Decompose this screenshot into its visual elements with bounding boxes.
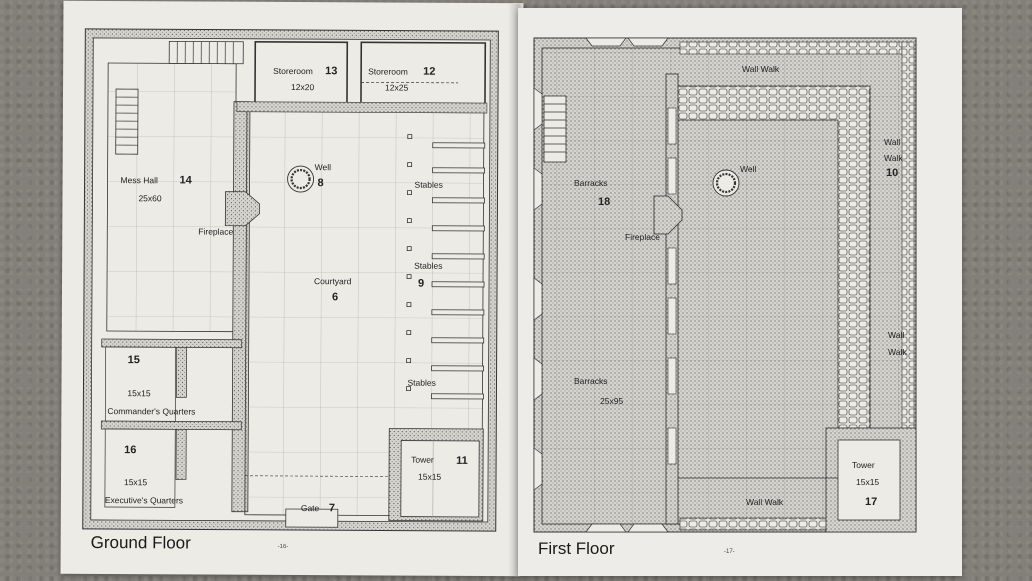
barracks-bottom-label: Barracks [574,376,608,386]
commanders-quarters-number: 15 [128,354,140,366]
fireplace-hearth [224,191,260,227]
wall-walk-top-cobbles [679,41,903,55]
fireplace-label: Fireplace [625,232,660,242]
gate-opening [285,508,339,528]
well-label: Well [315,162,332,172]
executives-quarters-label: Executive's Quarters [105,495,183,505]
ground-floor-title: Ground Floor [91,533,192,553]
courtyard-number: 6 [332,291,338,303]
mess-hall-label: Mess Hall [121,175,158,185]
wall-walk-right-top-number: 10 [886,167,898,179]
quarters-walls [100,338,243,508]
commanders-quarters-label: Commander's Quarters [107,406,195,416]
well-icon [287,165,315,193]
well-number: 8 [318,177,324,189]
tower-number: 17 [865,496,877,508]
tower-label: Tower [852,460,875,470]
stable-stalls [406,134,486,400]
tower-size: 15x15 [856,477,879,487]
storeroom-12-label: Storeroom [368,66,408,76]
stables-mid-number: 9 [418,278,424,290]
tower-room [400,440,480,518]
ground-floor-map: Storeroom 13 12x20 Storeroom 12 12x25 Me… [82,28,499,553]
first-floor-map: Wall Walk Wall Walk 10 Wall Walk Wall Wa… [533,37,917,558]
commanders-quarters-size: 15x15 [127,388,150,398]
wall-walk-top-label: Wall Walk [742,64,780,74]
barracks-top-number: 18 [598,196,610,208]
storeroom-12-size: 12x25 [385,82,408,92]
first-floor-page-number: -17- [724,549,735,555]
storeroom-13-number: 13 [325,65,337,77]
stables-top-label: Stables [415,180,443,190]
executives-quarters-number: 16 [124,444,136,456]
fireplace-label: Fireplace [198,227,233,237]
storeroom-12-number: 12 [423,66,435,78]
wall-walk-right-mid-line2: Walk [888,347,907,357]
stables-bottom-label: Stables [407,378,435,388]
tower-room [837,439,901,521]
tower-label: Tower [411,455,434,465]
crenellations [533,37,903,533]
well-label: Well [740,164,756,174]
ground-floor-page-number: -16- [278,544,289,550]
executives-quarters-size: 15x15 [124,477,147,487]
wall-walk-right-mid-line1: Wall [888,330,904,340]
stairs [115,40,244,155]
storeroom-13-label: Storeroom [273,66,313,76]
tower-size: 15x15 [418,472,441,482]
wall-walk-right-top-line1: Wall [884,137,900,147]
barracks-top-label: Barracks [574,178,608,188]
wall-walk-right-top-line2: Walk [884,153,903,163]
mess-hall-size: 25x60 [138,193,161,203]
wall-walk-bottom-label: Wall Walk [746,497,784,507]
gate-label: Gate [301,503,320,513]
stairs [543,95,567,163]
first-floor-title: First Floor [538,539,615,558]
stables-mid-label: Stables [414,261,442,271]
storeroom-13-size: 12x20 [291,82,314,92]
tower-number: 11 [456,455,468,467]
first-floor-page: Wall Walk Wall Walk 10 Wall Walk Wall Wa… [518,8,962,576]
ground-floor-page: Storeroom 13 12x20 Storeroom 12 12x25 Me… [60,0,524,577]
fireplace-hearth [653,195,683,235]
barracks-bottom-size: 25x95 [600,396,623,406]
gate-number: 7 [329,502,335,514]
well-icon [712,169,740,197]
courtyard-label: Courtyard [314,276,352,286]
mess-hall-number: 14 [180,174,193,186]
